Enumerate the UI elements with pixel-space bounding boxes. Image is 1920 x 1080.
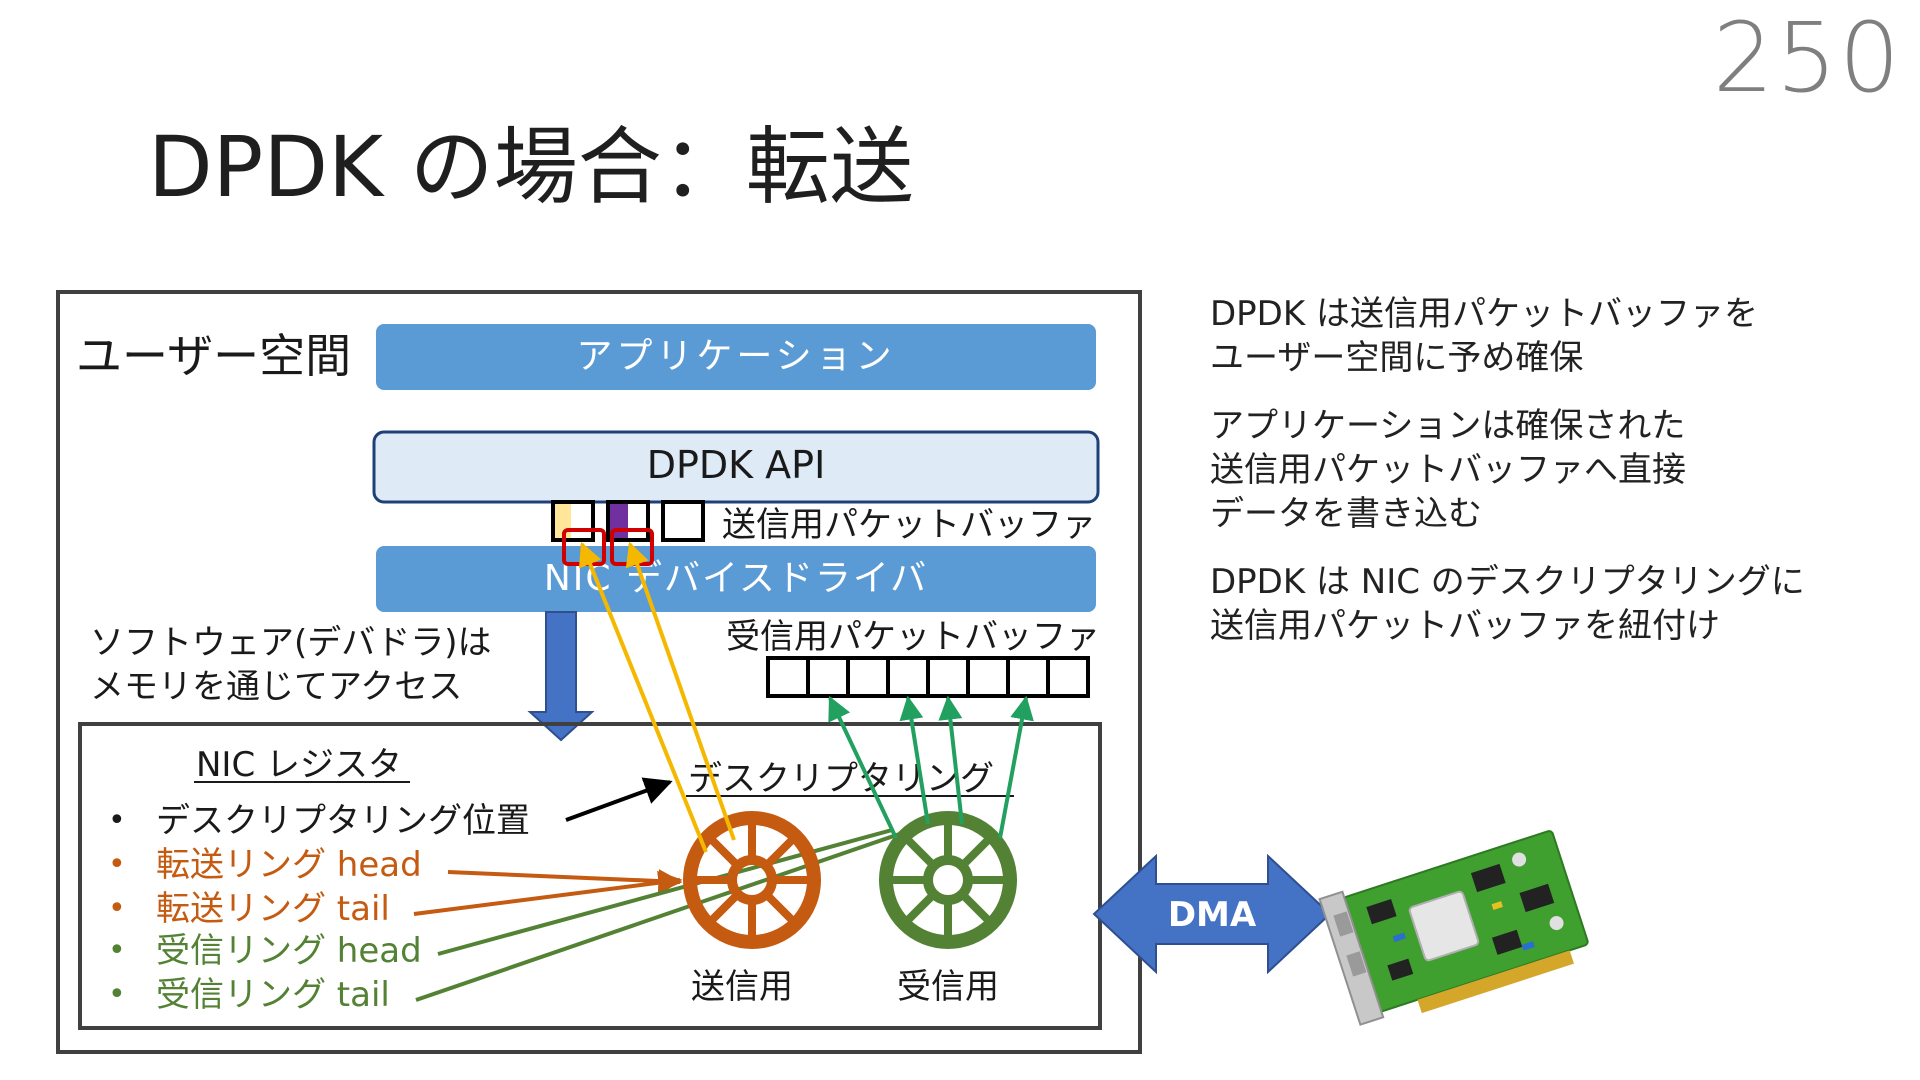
tx-packet-buffer bbox=[551, 500, 705, 542]
register-item: 転送リング head bbox=[156, 845, 422, 885]
tx-ring-label: 送信用 bbox=[691, 967, 793, 1007]
nic-card-port bbox=[1333, 911, 1354, 937]
rx-ring-spoke bbox=[959, 833, 995, 869]
note-line: DPDK は送信用パケットバッファを bbox=[1210, 294, 1758, 334]
note-line: 送信用パケットバッファへ直接 bbox=[1210, 450, 1686, 490]
dma-label: DMA bbox=[1168, 895, 1257, 935]
rx-buffer-cell bbox=[966, 656, 1010, 698]
rx-descriptor-arrow bbox=[998, 695, 1034, 839]
nic-card-port bbox=[1346, 951, 1367, 977]
rx-buffer-cell bbox=[806, 656, 850, 698]
nic-card-connector bbox=[1417, 950, 1574, 1014]
note-descriptor-binding: DPDK は NIC のデスクリプタリングに 送信用パケットバッファを紐付け bbox=[1210, 560, 1805, 648]
register-item: 受信リング head bbox=[156, 931, 422, 971]
page-number: 250 bbox=[1712, 2, 1902, 114]
rx-packet-buffer bbox=[766, 656, 1090, 698]
nic-card-component bbox=[1392, 932, 1406, 943]
note-line: 送信用パケットバッファを紐付け bbox=[1210, 606, 1720, 646]
nic-card-chip-main bbox=[1408, 890, 1480, 962]
rx-buffer-cell bbox=[926, 656, 970, 698]
outer-frame bbox=[56, 290, 1142, 1054]
rx-buffer-cell bbox=[1006, 656, 1050, 698]
nic-driver-label: NIC デバイスドライバ bbox=[544, 558, 928, 599]
nic-card-component bbox=[1521, 941, 1535, 951]
note-application-write: アプリケーションは確保された 送信用パケットバッファへ直接 データを書き込む bbox=[1210, 404, 1686, 536]
rx-buffer-cell bbox=[846, 656, 890, 698]
nic-register-label: NIC レジスタ bbox=[196, 745, 402, 785]
rx-buffer-cell bbox=[1046, 656, 1090, 698]
rx-ring-wheel bbox=[879, 811, 1017, 949]
rx-buffer-label: 受信用パケットバッファ bbox=[726, 617, 1100, 657]
bullet: • bbox=[108, 891, 126, 926]
nic-card-chip bbox=[1470, 863, 1506, 893]
rx-head-pointer bbox=[437, 828, 893, 956]
software-access-line: メモリを通じてアクセス bbox=[90, 667, 462, 707]
rx-ring-spoke bbox=[959, 891, 995, 927]
descriptor-position-arrow bbox=[565, 777, 673, 822]
tx-descriptor-arrow bbox=[578, 541, 708, 853]
register-list: • デスクリプタリング位置 • 転送リング head • 転送リング tail … bbox=[108, 801, 530, 1015]
tx-buffer-cell bbox=[661, 500, 705, 542]
dpdk-api-label: DPDK API bbox=[647, 443, 826, 487]
rx-tail-pointer bbox=[415, 814, 953, 1002]
tx-ring-wheel bbox=[683, 811, 821, 949]
tx-ring-spoke bbox=[705, 891, 741, 927]
nic-card-chip bbox=[1491, 929, 1523, 955]
note-allocate-tx-buffer: DPDK は送信用パケットバッファを ユーザー空間に予め確保 bbox=[1210, 292, 1758, 380]
tx-ring-spoke bbox=[763, 833, 799, 869]
bullet: • bbox=[108, 977, 126, 1012]
nic-card-illustration bbox=[1318, 830, 1589, 1026]
nic-card-component bbox=[1491, 901, 1503, 910]
tx-ring-spoke bbox=[705, 833, 741, 869]
rx-descriptor-arrow bbox=[828, 695, 898, 839]
note-line: アプリケーションは確保された bbox=[1210, 406, 1686, 446]
rx-descriptor-arrow bbox=[899, 695, 930, 825]
software-access-line: ソフトウェア(デバドラ)は bbox=[90, 623, 492, 663]
application-box bbox=[376, 324, 1096, 390]
bullet: • bbox=[108, 847, 126, 882]
memory-access-arrow bbox=[527, 611, 595, 742]
rx-descriptor-arrow bbox=[938, 695, 964, 825]
register-item: 受信リング tail bbox=[156, 975, 390, 1015]
note-line: ユーザー空間に予め確保 bbox=[1210, 338, 1584, 378]
tx-ring-spoke bbox=[763, 891, 799, 927]
bullet: • bbox=[108, 933, 126, 968]
nic-card-component bbox=[1549, 916, 1564, 931]
nic-card-chip bbox=[1519, 883, 1555, 913]
rx-buffer-cell bbox=[766, 656, 810, 698]
tx-head-pointer bbox=[447, 869, 683, 894]
rx-ring-label: 受信用 bbox=[897, 967, 999, 1007]
nic-card-chip bbox=[1387, 958, 1414, 981]
note-line: データを書き込む bbox=[1210, 494, 1482, 534]
nic-driver-box bbox=[376, 546, 1096, 612]
note-line: DPDK は NIC のデスクリプタリングに bbox=[1210, 562, 1805, 602]
slide-title: DPDK の場合：転送 bbox=[148, 118, 914, 216]
tx-descriptor-arrow bbox=[625, 541, 736, 841]
rx-buffer-cell bbox=[886, 656, 930, 698]
tx-buffer-label: 送信用パケットバッファ bbox=[722, 505, 1096, 545]
nic-card-chip bbox=[1366, 899, 1397, 925]
application-label: アプリケーション bbox=[576, 336, 895, 377]
tx-tail-pointer bbox=[413, 870, 683, 916]
user-space-label: ユーザー空間 bbox=[76, 329, 351, 383]
register-item: デスクリプタリング位置 bbox=[156, 801, 530, 841]
nic-card-component bbox=[1512, 852, 1527, 867]
register-item: 転送リング tail bbox=[156, 889, 390, 929]
rx-ring-spoke bbox=[901, 891, 937, 927]
bullet: • bbox=[108, 803, 126, 838]
dpdk-api-box bbox=[372, 430, 1100, 504]
nic-box bbox=[78, 722, 1102, 1030]
rx-ring-spoke bbox=[901, 833, 937, 869]
descriptor-ring-label: デスクリプタリング bbox=[688, 759, 994, 799]
